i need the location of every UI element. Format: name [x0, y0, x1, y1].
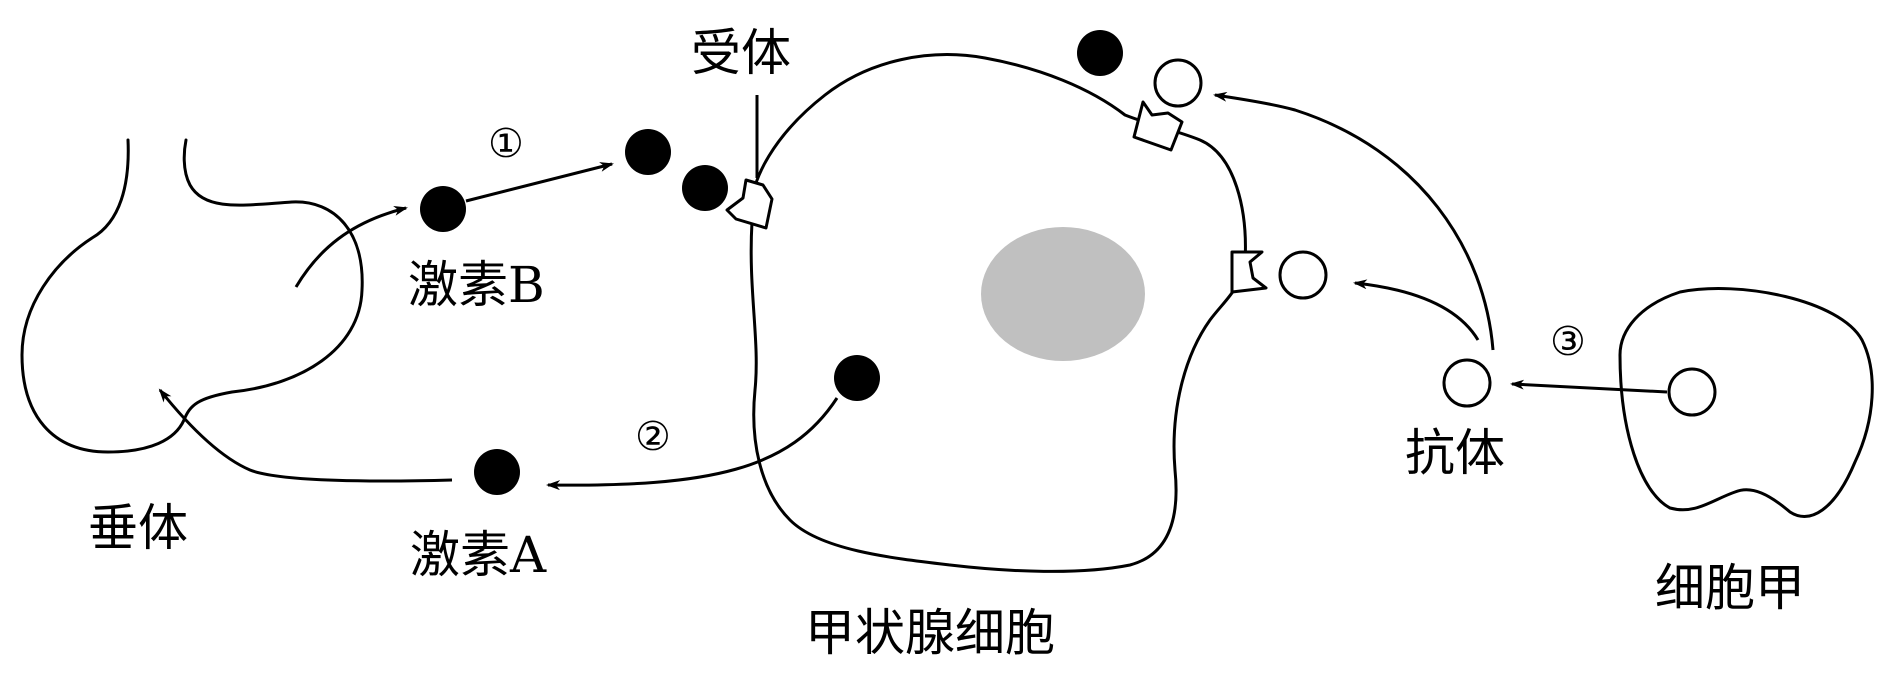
hormone-b-label: 激素B: [408, 256, 545, 314]
hormone-a-dot: [474, 449, 520, 495]
cell-jia-outline: [1618, 287, 1874, 518]
antibody-label: 抗体: [1405, 424, 1505, 482]
step1-label: ①: [488, 121, 524, 167]
hormone-in-cell: [834, 355, 880, 401]
antibody-in-cell-jia: [1667, 367, 1717, 417]
pituitary-to-hormone-b-arrow: [294, 206, 408, 288]
hormone-b-dot-2: [625, 129, 671, 175]
antibody-to-top-receptor-arrow: [1213, 91, 1495, 351]
receptor-right: [1230, 250, 1268, 294]
pituitary-outline: [20, 138, 364, 454]
hormone-a-label: 激素A: [410, 526, 547, 584]
pituitary-label: 垂体: [88, 499, 188, 557]
hormone-a-to-pituitary-arrow: [158, 388, 453, 483]
hormone-dot-top: [1077, 30, 1123, 76]
antibody-free: [1442, 358, 1492, 408]
step3-arrow: [1510, 379, 1668, 394]
step3-label: ③: [1550, 319, 1586, 365]
cell-jia-label: 细胞甲: [1655, 559, 1805, 617]
thyroid-cell-outline: [749, 53, 1247, 573]
step2-arrow: [546, 397, 839, 491]
thyroid-cell-label: 甲状腺细胞: [805, 604, 1055, 662]
receptor-top: [1132, 100, 1184, 152]
receptor-label: 受体: [691, 24, 791, 82]
hormone-b-dot-3: [682, 165, 728, 211]
antibody-bound-top: [1153, 58, 1203, 108]
antibody-to-right-receptor-arrow: [1353, 279, 1480, 341]
hormone-b-dot: [420, 186, 466, 232]
thyroid-nucleus: [981, 227, 1145, 361]
antibody-bound-right: [1278, 250, 1328, 300]
step1-arrow: [465, 162, 614, 203]
step2-label: ②: [635, 414, 671, 460]
receptor-left: [725, 178, 774, 230]
